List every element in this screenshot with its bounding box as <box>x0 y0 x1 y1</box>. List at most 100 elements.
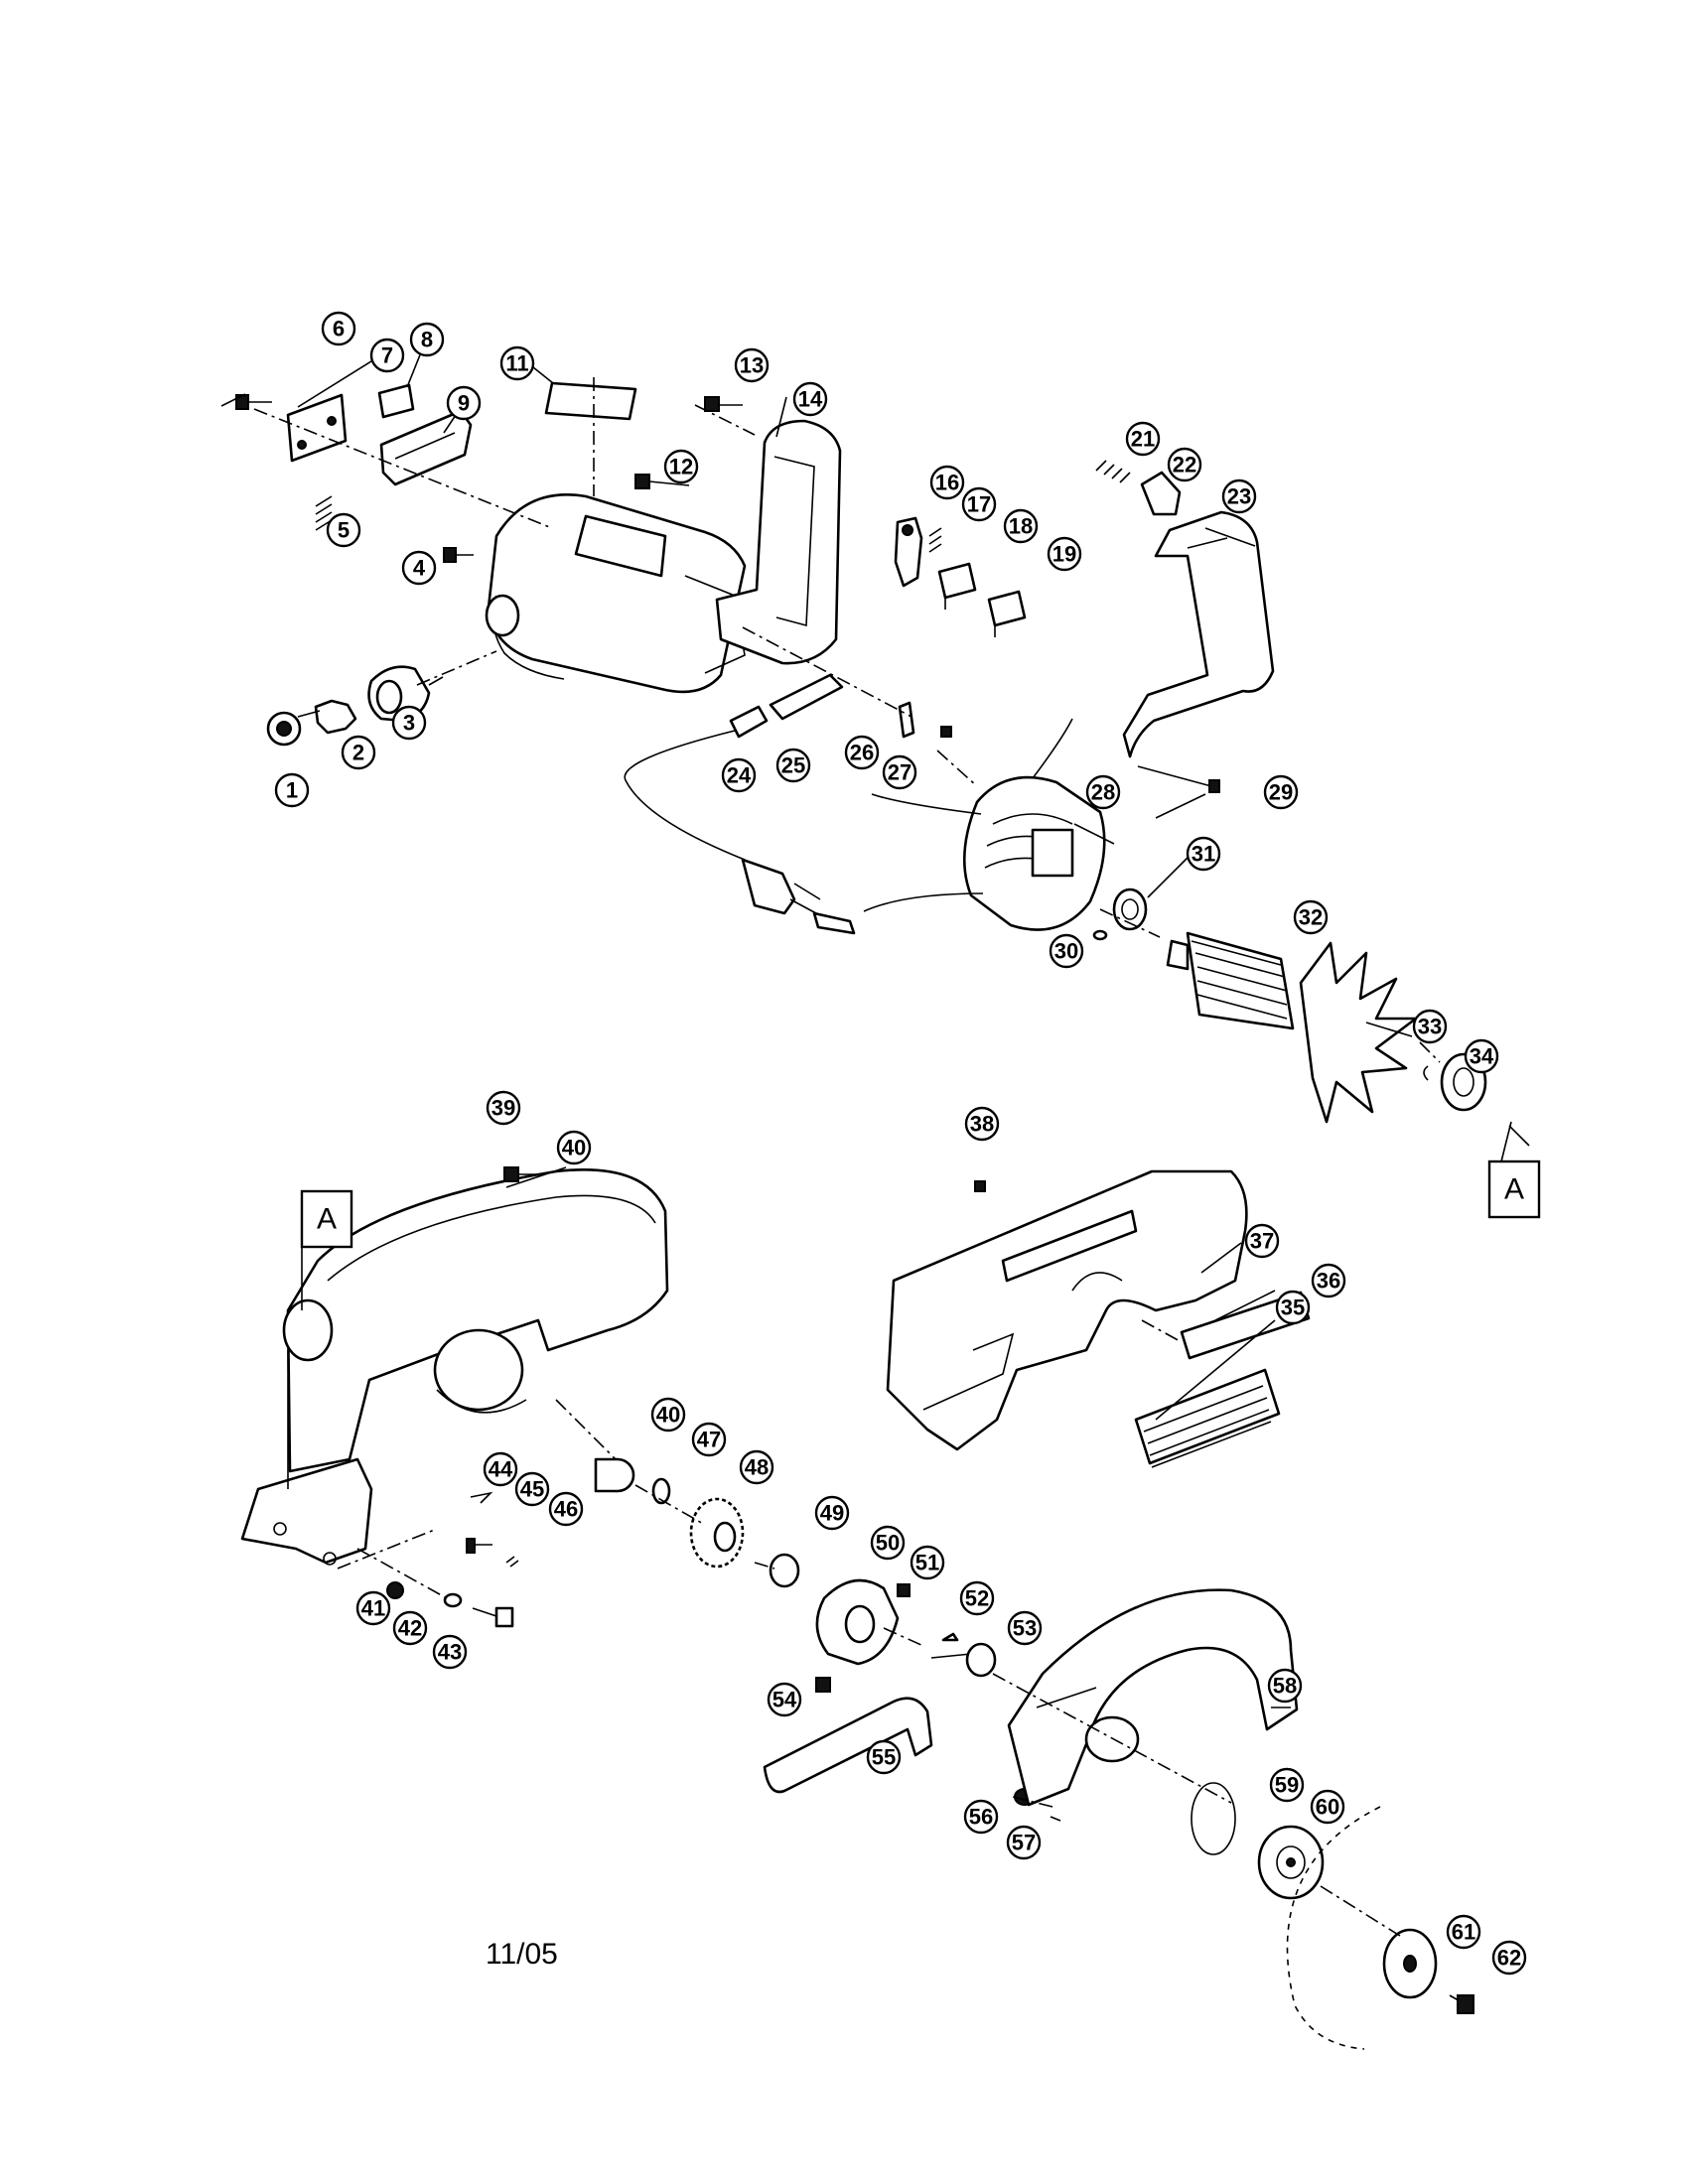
callout-19: 19 <box>1047 536 1082 572</box>
svg-text:44: 44 <box>489 1457 513 1482</box>
part-23-handle-cover <box>1122 510 1275 758</box>
svg-text:19: 19 <box>1052 542 1076 567</box>
callout-47: 47 <box>691 1422 727 1457</box>
part-41-nut <box>386 1581 404 1599</box>
callout-18: 18 <box>1003 508 1039 544</box>
svg-text:59: 59 <box>1275 1773 1299 1798</box>
callout-45: 45 <box>514 1471 550 1507</box>
callout-14: 14 <box>792 381 828 417</box>
callout-4: 4 <box>401 550 437 586</box>
part-48-gear <box>689 1497 745 1569</box>
callout-28: 28 <box>1085 774 1121 810</box>
callout-24: 24 <box>721 757 757 793</box>
callout-40: 40 <box>556 1130 592 1165</box>
part-40-bushing <box>594 1457 635 1493</box>
callout-36: 36 <box>1311 1263 1346 1298</box>
part-5-spring <box>315 495 333 531</box>
callout-54: 54 <box>767 1682 802 1717</box>
svg-text:53: 53 <box>1013 1616 1037 1641</box>
callout-56: 56 <box>963 1799 999 1835</box>
part-38-screw <box>974 1180 986 1192</box>
part-49-bearing <box>769 1553 800 1588</box>
part-gear-housing <box>240 1168 669 1566</box>
svg-text:51: 51 <box>915 1551 939 1575</box>
svg-text:56: 56 <box>969 1805 993 1830</box>
part-29-bolt <box>1137 765 1220 793</box>
svg-text:23: 23 <box>1227 484 1251 509</box>
callout-3: 3 <box>391 705 427 741</box>
part-30-key <box>1092 929 1108 941</box>
part-9-cover <box>379 409 473 486</box>
part-2-brush <box>297 699 357 735</box>
svg-text:2: 2 <box>352 741 364 765</box>
callout-27: 27 <box>882 754 917 790</box>
section-label-a-right-text: A <box>1504 1173 1524 1206</box>
svg-text:57: 57 <box>1012 1831 1036 1855</box>
callout-16: 16 <box>929 465 965 500</box>
callout-21: 21 <box>1125 421 1161 457</box>
svg-text:41: 41 <box>361 1596 385 1621</box>
part-52-key <box>941 1632 959 1642</box>
part-50-bearing-box <box>815 1578 900 1666</box>
callout-2: 2 <box>341 735 376 770</box>
callout-1: 1 <box>274 772 310 808</box>
part-37-upper-guard <box>886 1169 1248 1451</box>
svg-text:45: 45 <box>520 1477 544 1502</box>
svg-text:61: 61 <box>1452 1920 1475 1945</box>
callout-31: 31 <box>1186 836 1221 872</box>
callout-12: 12 <box>663 449 699 484</box>
callout-32: 32 <box>1293 899 1329 935</box>
part-14-handle <box>715 419 842 665</box>
part-61-outer-flange <box>1382 1928 1438 1999</box>
svg-text:13: 13 <box>740 353 764 378</box>
part-6-screw <box>235 394 272 410</box>
svg-text:60: 60 <box>1316 1795 1339 1820</box>
svg-text:9: 9 <box>458 391 470 416</box>
callout-37: 37 <box>1244 1223 1280 1259</box>
svg-text:31: 31 <box>1192 842 1215 867</box>
svg-text:7: 7 <box>381 343 393 368</box>
part-55-wrench <box>763 1697 933 1794</box>
part-35-vent-plate <box>1134 1368 1281 1468</box>
callout-26: 26 <box>844 735 880 770</box>
part-53-spindle <box>930 1642 997 1678</box>
svg-text:25: 25 <box>781 753 805 778</box>
part-28-field <box>863 718 1106 931</box>
svg-text:17: 17 <box>967 492 991 517</box>
svg-text:24: 24 <box>727 763 752 788</box>
svg-text:38: 38 <box>970 1112 994 1137</box>
svg-text:30: 30 <box>1054 939 1078 964</box>
part-46-spring <box>505 1556 519 1568</box>
leader-lines <box>220 337 1530 1708</box>
svg-text:29: 29 <box>1269 780 1293 805</box>
svg-text:49: 49 <box>820 1501 844 1526</box>
date-code: 11/05 <box>486 1938 558 1971</box>
svg-text:58: 58 <box>1273 1674 1297 1699</box>
part-power-cord <box>624 730 856 935</box>
svg-text:48: 48 <box>745 1455 769 1480</box>
part-42-washer <box>443 1592 463 1608</box>
svg-text:43: 43 <box>438 1640 462 1665</box>
part-25-cord-armor <box>769 673 844 721</box>
svg-text:21: 21 <box>1131 427 1155 452</box>
svg-text:5: 5 <box>338 518 350 543</box>
callout-62: 62 <box>1491 1940 1527 1976</box>
callout-40-b: 40 <box>650 1397 686 1433</box>
part-27-screw <box>940 726 952 738</box>
callout-50: 50 <box>870 1525 906 1561</box>
part-17-spring <box>928 527 942 553</box>
part-59-ring <box>1191 1782 1236 1855</box>
callout-61: 61 <box>1446 1914 1481 1950</box>
callout-44: 44 <box>483 1451 518 1487</box>
svg-text:14: 14 <box>798 387 823 412</box>
callout-22: 22 <box>1167 447 1202 482</box>
part-47-ring <box>651 1477 671 1505</box>
svg-text:12: 12 <box>669 455 693 479</box>
part-22-button <box>1140 471 1182 516</box>
callout-46: 46 <box>548 1491 584 1527</box>
part-8-label <box>377 383 415 419</box>
callout-58: 58 <box>1267 1668 1303 1704</box>
part-54-screw <box>815 1677 831 1693</box>
part-33-ring <box>1423 1065 1429 1081</box>
